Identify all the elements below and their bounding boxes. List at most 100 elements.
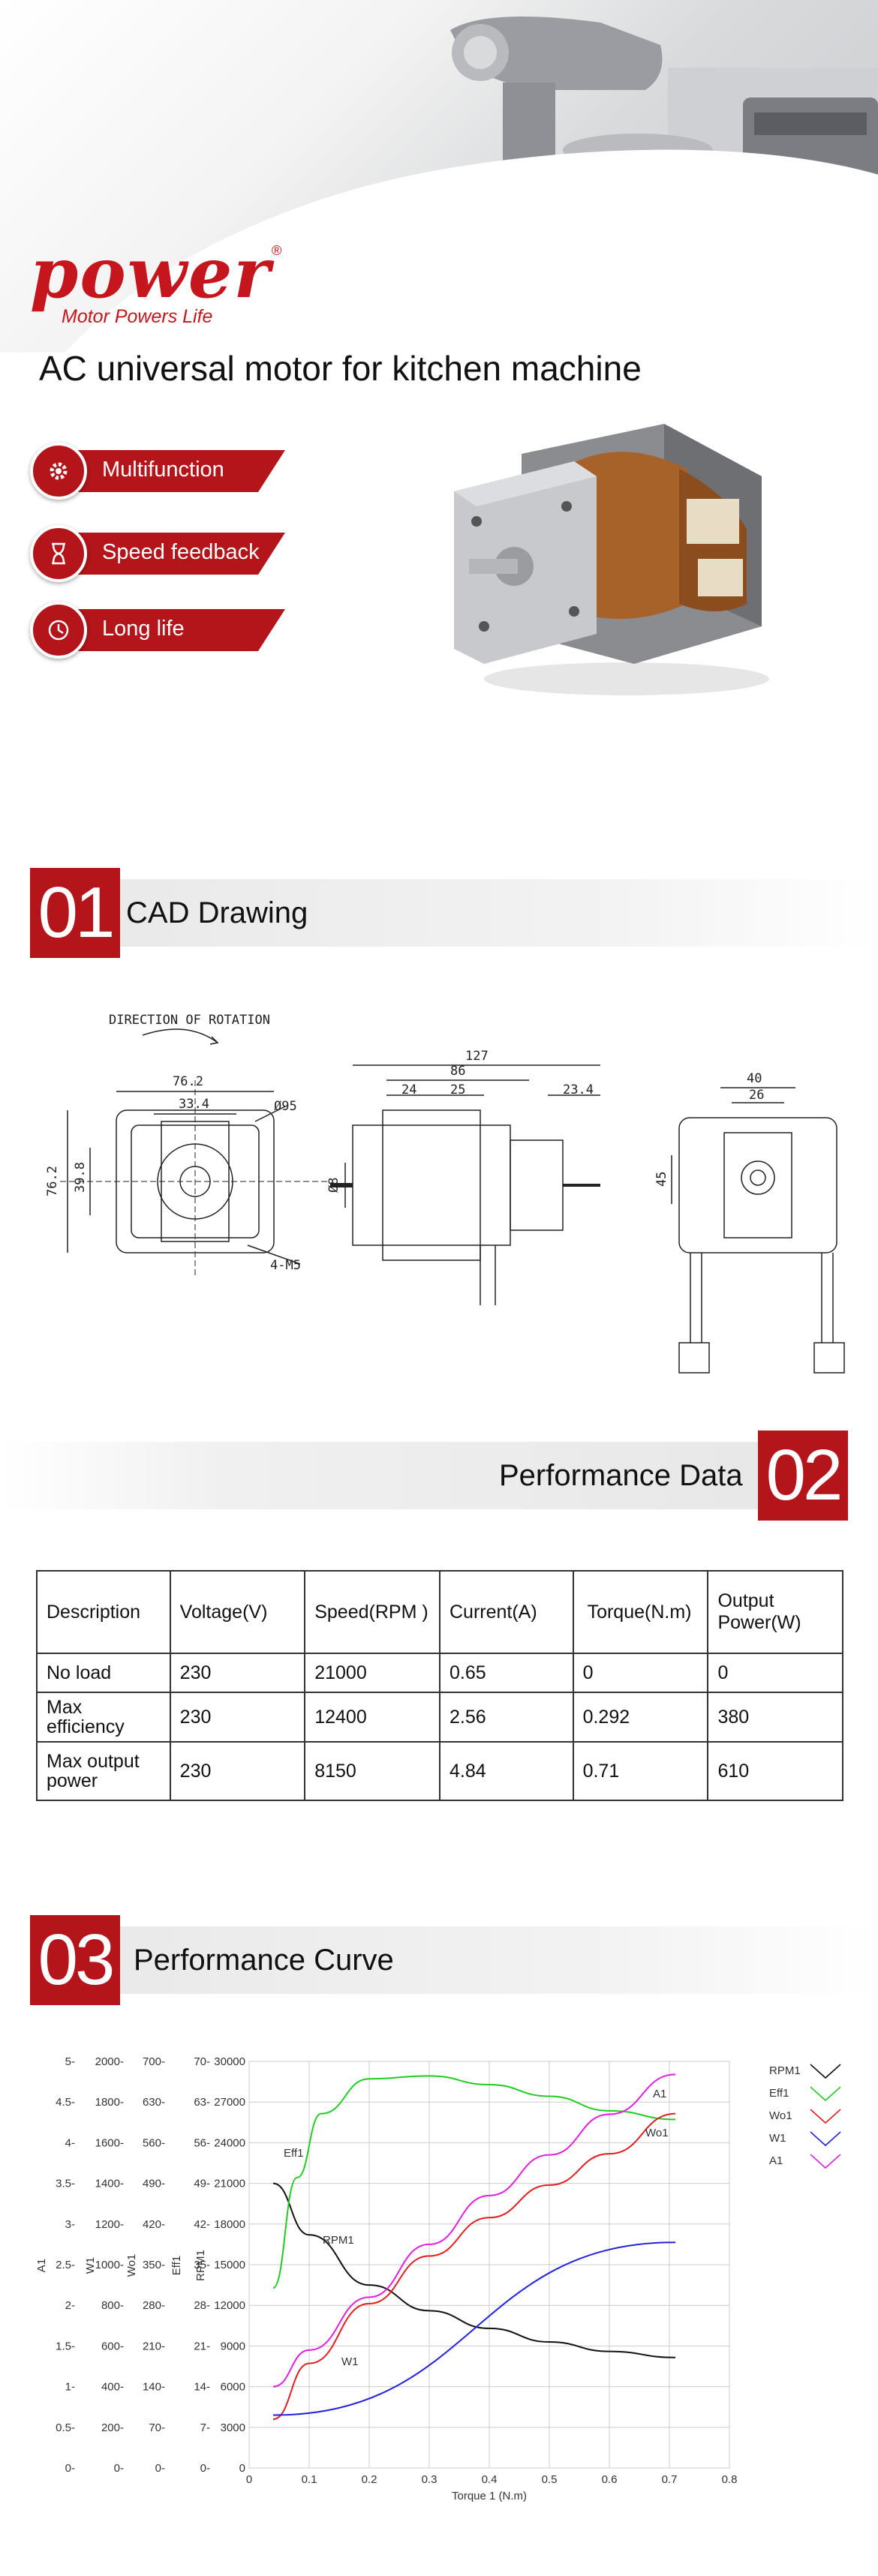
- x-tick-label: 0.5: [542, 2473, 558, 2486]
- y-tick-label: 2000-: [95, 2055, 124, 2068]
- cad-dim: 24: [401, 1082, 416, 1097]
- table-header-cell: Output Power(W): [707, 1570, 843, 1654]
- legend-label: Eff1: [769, 2087, 789, 2100]
- cad-dim: 26: [749, 1088, 764, 1103]
- y-tick-label: 21000: [214, 2178, 245, 2190]
- y-tick-label: 3000: [221, 2421, 245, 2434]
- y-tick-label: 0-: [114, 2462, 124, 2475]
- legend-label: Wo1: [769, 2109, 792, 2122]
- y-tick-label: 15000: [214, 2259, 245, 2271]
- table-cell: 0: [572, 1653, 709, 1693]
- legend-label: RPM1: [769, 2064, 801, 2077]
- cad-dim: 127: [465, 1049, 489, 1064]
- feature-label: Multifunction: [102, 458, 224, 482]
- cad-dim: 39.8: [73, 1162, 88, 1193]
- y-tick-label: 200-: [101, 2421, 124, 2434]
- y-axis-label: RPM1: [194, 2250, 207, 2281]
- x-tick-label: 0.4: [482, 2473, 498, 2486]
- y-tick-label: 2-: [65, 2299, 75, 2312]
- feature-multifunction: Multifunction: [30, 443, 293, 500]
- clock-icon: [30, 602, 87, 659]
- performance-table: Description Voltage(V) Speed(RPM ) Curre…: [36, 1570, 843, 1801]
- y-tick-label: 14-: [194, 2381, 210, 2394]
- y-tick-label: 0.5-: [56, 2421, 75, 2434]
- page-title: AC universal motor for kitchen machine: [39, 349, 642, 388]
- legend-label: W1: [769, 2132, 786, 2145]
- table-cell: No load: [36, 1653, 171, 1693]
- section-number: 02: [758, 1431, 848, 1521]
- table-cell: 4.84: [439, 1741, 574, 1801]
- table-header-row: Description Voltage(V) Speed(RPM ) Curre…: [36, 1570, 843, 1654]
- feature-label: Speed feedback: [102, 540, 260, 564]
- y-tick-label: 1200-: [95, 2218, 124, 2231]
- y-tick-label: 630-: [143, 2096, 165, 2109]
- series-line-rpm1: [272, 2182, 676, 2358]
- y-tick-label: 0-: [200, 2462, 210, 2475]
- brand-tagline: Motor Powers Life: [62, 306, 213, 327]
- table-header-cell: Current(A): [439, 1570, 574, 1654]
- table-cell: 21000: [304, 1653, 441, 1693]
- y-tick-label: 28-: [194, 2299, 210, 2312]
- series-line-a1: [272, 2073, 676, 2388]
- y-tick-label: 2.5-: [56, 2259, 75, 2271]
- cad-dim: 4-M5: [270, 1258, 301, 1273]
- hourglass-icon: [30, 525, 87, 582]
- legend-swatch: [810, 2086, 841, 2102]
- y-tick-label: 3-: [65, 2218, 75, 2231]
- y-tick-label: 35-: [194, 2259, 210, 2271]
- y-tick-label: 560-: [143, 2136, 165, 2149]
- legend-swatch: [810, 2131, 841, 2147]
- y-tick-label: 420-: [143, 2218, 165, 2231]
- x-tick-label: 0.1: [302, 2473, 317, 2486]
- curve-annotation: W1: [341, 2355, 359, 2368]
- y-tick-label: 9000: [221, 2340, 245, 2352]
- y-tick-label: 12000: [214, 2299, 245, 2312]
- registered-mark: ®: [272, 243, 282, 258]
- table-cell: 230: [169, 1741, 306, 1801]
- cad-dim: 23.4: [563, 1082, 594, 1097]
- y-tick-label: 18000: [214, 2218, 245, 2231]
- y-axis-label: A1: [35, 2259, 48, 2272]
- legend-swatch: [810, 2064, 841, 2079]
- legend-swatch: [810, 2109, 841, 2124]
- table-header-cell: Voltage(V): [169, 1570, 306, 1654]
- curve-annotation: A1: [653, 2088, 666, 2100]
- y-tick-label: 63-: [194, 2096, 210, 2109]
- y-tick-label: 1600-: [95, 2136, 124, 2149]
- y-axis-label: W1: [84, 2257, 97, 2274]
- y-tick-label: 600-: [101, 2340, 124, 2352]
- y-tick-label: 1400-: [95, 2178, 124, 2190]
- y-tick-label: 6000: [221, 2381, 245, 2394]
- y-tick-label: 56-: [194, 2136, 210, 2149]
- table-cell: 380: [707, 1692, 843, 1743]
- legend-swatch: [810, 2154, 841, 2169]
- series-line-eff1: [272, 2075, 676, 2289]
- table-cell: Max output power: [36, 1741, 171, 1801]
- power-logo: power ® Motor Powers Life: [30, 239, 300, 329]
- y-tick-label: 350-: [143, 2259, 165, 2271]
- x-tick-label: 0.2: [362, 2473, 377, 2486]
- feature-speed-feedback: Speed feedback: [30, 525, 293, 582]
- y-tick-label: 0-: [155, 2462, 165, 2475]
- y-tick-label: 210-: [143, 2340, 165, 2352]
- y-tick-label: 1000-: [95, 2259, 124, 2271]
- curve-annotation: Eff1: [284, 2147, 303, 2160]
- cad-drawing: DIRECTION OF ROTATION 76.2 33.4 Ø95 76.2…: [45, 1013, 845, 1374]
- x-axis-label: Torque 1 (N.m): [452, 2490, 527, 2502]
- y-tick-label: 1.5-: [56, 2340, 75, 2352]
- y-tick-label: 42-: [194, 2218, 210, 2231]
- gear-icon: [30, 443, 87, 500]
- y-tick-label: 4.5-: [56, 2096, 75, 2109]
- table-row: No load 230 21000 0.65 0 0: [36, 1653, 843, 1693]
- y-tick-label: 49-: [194, 2178, 210, 2190]
- cad-dim: Ø95: [274, 1099, 297, 1114]
- table-cell: 230: [169, 1692, 306, 1743]
- section-number: 03: [30, 1915, 120, 2005]
- y-tick-label: 7-: [200, 2421, 210, 2434]
- table-cell: 610: [707, 1741, 843, 1801]
- x-tick-label: 0.6: [602, 2473, 618, 2486]
- x-tick-label: 0.3: [422, 2473, 437, 2486]
- table-header-cell: Torque(N.m): [572, 1570, 709, 1654]
- y-tick-label: 400-: [101, 2381, 124, 2394]
